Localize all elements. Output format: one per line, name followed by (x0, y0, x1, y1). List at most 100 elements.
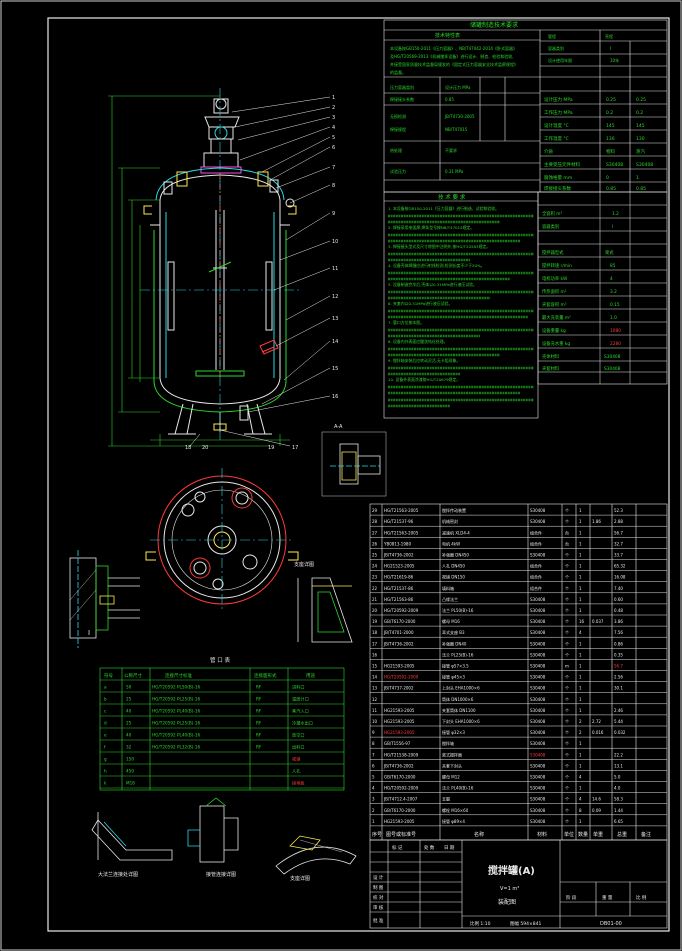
parts-cell: 1 (579, 763, 582, 768)
parts-cell: 1 (579, 652, 582, 657)
detail-a-view (321, 431, 387, 497)
svg-text:处 数: 处 数 (424, 844, 435, 851)
spec-row-a: 0.25 (606, 97, 616, 103)
tech-req-item: 1. 本设备按GB150-2011《压力容器》进行制造、试验和验收。 (388, 206, 499, 211)
spec-row-label: 设计温度 °C (544, 122, 569, 129)
parts-cell: HG/T21537-96 (384, 519, 414, 524)
parts-cell: YB0813-1980 (383, 541, 411, 546)
tech-spec-row-lines (540, 90, 667, 183)
nozzle-cell: RF (256, 721, 262, 726)
parts-cell: 14.6 (592, 797, 601, 802)
spec-body-text: 本设备按GB150-2011《压力容器》、NB/T47042-2014《卧式容器… (390, 33, 619, 174)
tech-req-item: 7. 管口方位按本图。 (388, 320, 424, 325)
parts-cell: 1 (579, 686, 582, 691)
nozzle-cell: RF (256, 685, 262, 690)
svg-text:热处理: 热处理 (390, 147, 402, 153)
nozzle-cell: HG/T20592 PL40(B)-16 (152, 709, 201, 714)
detail-label-3: 支座详图 (290, 875, 310, 882)
spec-row-a: 0.2 (606, 110, 613, 116)
nozzle-table-frame (99, 667, 345, 791)
svg-text:材料: 材料 (537, 831, 547, 838)
parts-cell: JB/T4736-2002 (383, 553, 414, 558)
parts-cell: 个 (565, 697, 569, 702)
parts-cell: 56.7 (614, 530, 623, 535)
parts-cell: 1 (579, 819, 582, 824)
nozzle-cell: h (104, 769, 107, 774)
svg-text:7: 7 (332, 165, 335, 171)
parts-cell: 1 (579, 786, 582, 791)
parts-cell: S30408 (530, 763, 546, 768)
parts-cell: 个 (565, 553, 569, 558)
parts-cell: 1 (579, 664, 582, 669)
tech-req-item: 5. 设备制造完毕后,壳体以0.31MPa进行液压试验。 (388, 282, 477, 287)
svg-text:14: 14 (332, 339, 338, 345)
parts-cell: 个 (565, 819, 569, 824)
svg-text:单位: 单位 (564, 831, 574, 838)
svg-text:S30408: S30408 (604, 354, 621, 360)
parts-cell: S30408 (530, 608, 546, 613)
parts-cell: S30408 (530, 730, 546, 735)
parts-cell: 补强圈 DN40 (442, 640, 467, 646)
svg-text:3.2: 3.2 (610, 289, 617, 295)
nozzle-cell: 放空口 (292, 732, 305, 739)
parts-cell: HG/T21563-2005 (384, 508, 419, 513)
parts-cell: 法兰 PL50(B)-16 (442, 607, 474, 613)
svg-text:16: 16 (332, 394, 338, 400)
spec-row-a: 145 (606, 123, 615, 129)
svg-text:制 图: 制 图 (373, 884, 384, 891)
nozzle-cell: 40 (126, 733, 132, 738)
spec-row-b: S30408 (636, 162, 653, 168)
nozzle-cell: HG/T20592 PL25(B)-16 (152, 721, 201, 726)
svg-text:试验压力: 试验压力 (390, 168, 406, 174)
nozzle-cell: 50 (126, 685, 132, 690)
svg-text:压力容器类别: 压力容器类别 (390, 84, 414, 90)
parts-cell: 1 (579, 597, 582, 602)
svg-text:单重: 单重 (593, 831, 603, 838)
parts-cell: 5.44 (614, 719, 623, 724)
svg-text:S30408: S30408 (604, 366, 621, 372)
parts-cell: 19 (372, 619, 378, 624)
nozzle-cell: HG/T20592 PL50(B)-16 (152, 685, 201, 690)
parts-cell: 52.3 (614, 508, 623, 513)
svg-text:10: 10 (332, 239, 338, 245)
parts-cell: S30408 (530, 741, 546, 746)
svg-text:比 例: 比 例 (636, 894, 647, 901)
svg-text:9: 9 (332, 211, 335, 217)
parts-cell: 搅拌轴 (442, 740, 454, 746)
parts-cell: 个 (565, 575, 569, 580)
product-type: 装配图 (498, 898, 516, 906)
spec-row-label: 介质 (544, 148, 553, 155)
svg-text:及HG/T20569-2013《机械搅拌设备》进行设计、制造: 及HG/T20569-2013《机械搅拌设备》进行设计、制造、检验和验收, (390, 53, 514, 59)
parts-cell: S30408 (530, 819, 546, 824)
drawing-number: DB01-00 (600, 921, 622, 927)
vessel-dimensions (108, 95, 290, 447)
parts-cell: 0.60 (614, 597, 623, 602)
tech-req-item: 6. 夹套内以0.31MPa进行液压试验。 (388, 301, 452, 306)
svg-text:NB/T47015: NB/T47015 (445, 127, 468, 132)
svg-text:图号或标准号: 图号或标准号 (386, 831, 416, 838)
parts-cell: S30408 (530, 652, 546, 657)
parts-cell: 组合件 (530, 529, 542, 535)
product-volume: V=1 m³ (500, 886, 519, 892)
parts-cell: 24 (372, 564, 378, 569)
parts-cell: HG21523-2005 (384, 564, 415, 569)
parts-cell: 夹套下封头 (442, 762, 462, 768)
detail-support-view (297, 577, 353, 643)
parts-cell: JB/T4701-2000 (383, 630, 414, 635)
parts-cell: HG21593-2005 (384, 664, 415, 669)
vessel-elevation-view (140, 88, 300, 440)
spec-right-column (538, 192, 667, 384)
nozzle-cell: 25 (126, 721, 132, 726)
nozzle-cell: 32 (126, 745, 132, 750)
parts-cell: GB/T6170-2000 (384, 619, 416, 624)
nozzle-cell: 温度计口 (292, 696, 309, 703)
nozzle-cell: 视镜 (292, 756, 301, 763)
parts-cell: 上封头 EHA1000×6 (442, 685, 480, 691)
nozzle-cell: RF (256, 709, 262, 714)
svg-text:设备充水重 kg: 设备充水重 kg (542, 340, 570, 347)
nozzle-cell: b (104, 697, 107, 702)
parts-cell: S30408 (530, 553, 546, 558)
tech-req-item: 8. 设备内外表面应酸洗钝化处理。 (388, 339, 447, 344)
parts-cell: 17 (372, 641, 378, 646)
